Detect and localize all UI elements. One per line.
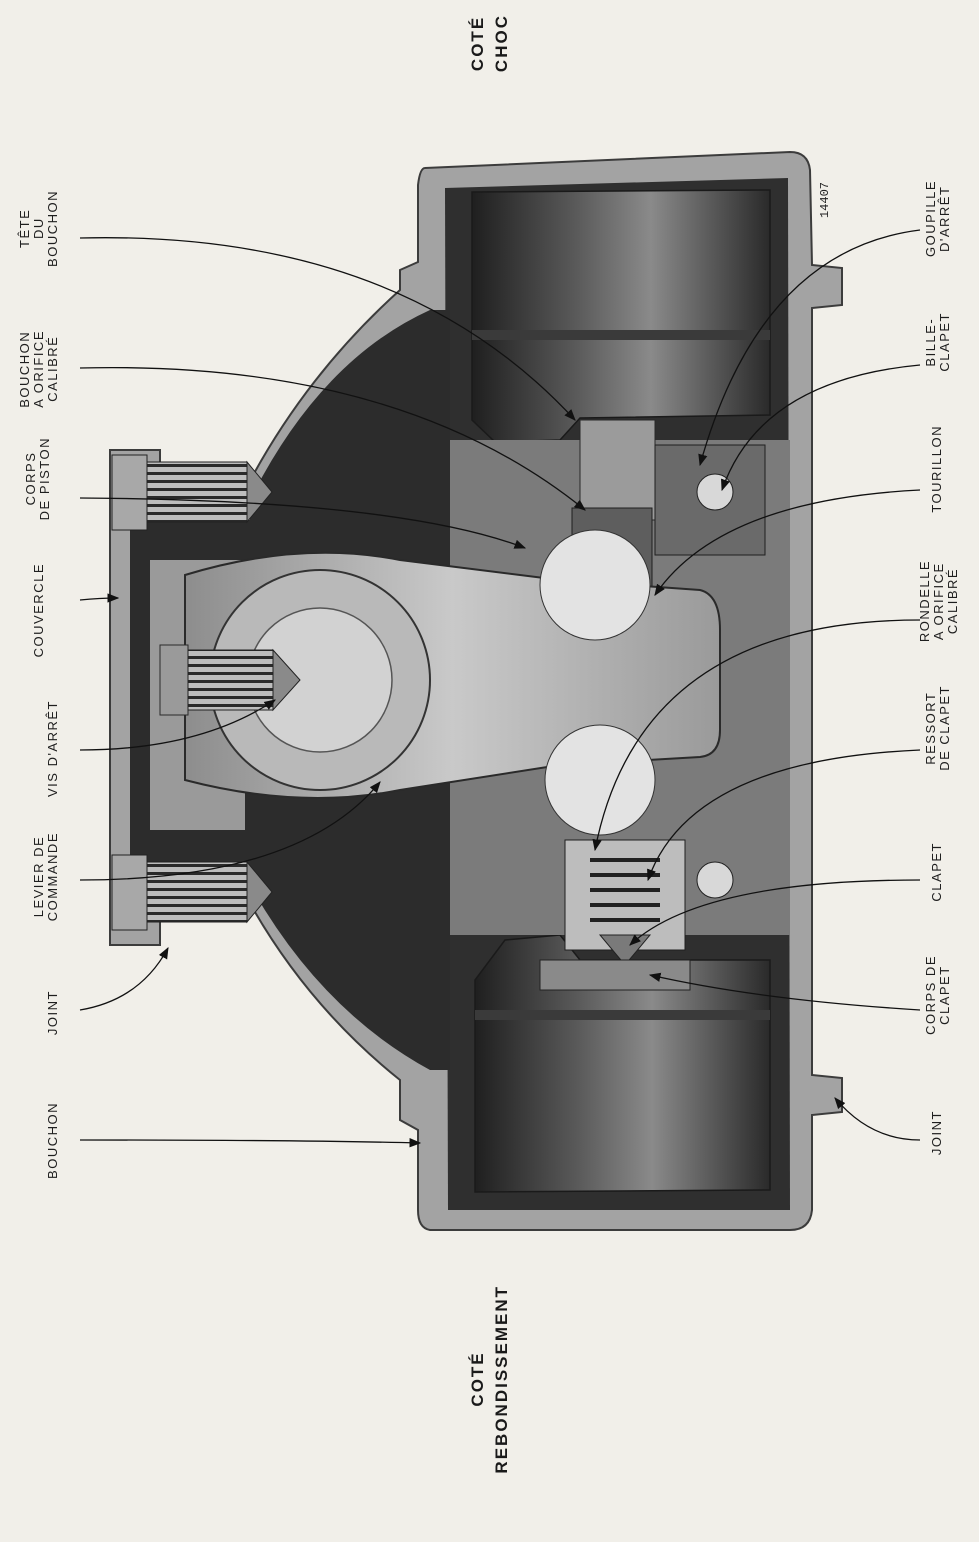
bottom-bolt <box>111 854 273 931</box>
trunnion-ball-bottom <box>544 724 656 836</box>
leader-couvercle <box>79 593 120 603</box>
leader-bille <box>721 364 921 492</box>
leader-vis-arret <box>79 699 276 751</box>
label-bouchon-orifice-calibre: BOUCHON A ORIFICE CALIBRÉ <box>17 330 60 408</box>
leader-ressort <box>647 749 921 882</box>
label-levier-de-commande: LEVIER DE COMMANDE <box>31 832 60 922</box>
trunnion-ball-top <box>539 529 651 641</box>
label-goupille-arret: GOUPILLE D'ARRÊT <box>923 180 952 258</box>
label-ressort-de-clapet: RESSORT DE CLAPET <box>923 685 952 771</box>
leader-levier <box>79 781 381 881</box>
label-joint-left: JOINT <box>45 990 60 1036</box>
leader-tourillon <box>654 489 921 596</box>
lower-piston <box>474 934 771 1193</box>
leader-tete-bouchon <box>79 237 576 421</box>
leader-bouchon-orifice <box>79 366 586 511</box>
side-label-shock: COTÉ CHOC <box>468 14 511 73</box>
valve-ball-bottom <box>696 861 734 899</box>
leader-corps-piston <box>79 497 527 549</box>
label-corps-de-piston: CORPS DE PISTON <box>23 437 52 521</box>
control-lever <box>184 529 721 836</box>
side-label-rebound: COTÉ REBONDISSEMENT <box>468 1285 511 1474</box>
leader-bouchon <box>79 1138 422 1148</box>
label-joint-right: JOINT <box>929 1110 944 1156</box>
drawing-number: 14407 <box>818 182 832 219</box>
label-clapet: CLAPET <box>929 842 944 902</box>
leader-joint-right <box>834 1097 921 1141</box>
label-couvercle: COUVERCLE <box>31 563 46 658</box>
leader-goupille <box>698 229 921 467</box>
upper-piston <box>471 189 771 443</box>
stop-screw <box>159 644 301 716</box>
leader-clapet <box>629 879 921 946</box>
label-tete-du-bouchon: TÊTE DU BOUCHON <box>17 190 60 267</box>
label-corps-de-clapet: CORPS DE CLAPET <box>923 955 952 1035</box>
leader-joint-left <box>79 946 169 1011</box>
label-rondelle-orifice-calibre: RONDELLE A ORIFICE CALIBRÉ <box>917 560 960 643</box>
leader-rondelle <box>592 619 921 852</box>
top-bolt <box>111 454 273 531</box>
valve-ball-top <box>696 473 734 511</box>
label-tourillon: TOURILLON <box>929 425 944 513</box>
label-bouchon: BOUCHON <box>45 1102 60 1179</box>
label-vis-arret: VIS D'ARRÊT <box>45 700 60 797</box>
leader-corps-clapet <box>648 972 921 1011</box>
leader-lines <box>79 229 921 1148</box>
label-bille-clapet: BILLE- CLAPET <box>923 312 952 372</box>
